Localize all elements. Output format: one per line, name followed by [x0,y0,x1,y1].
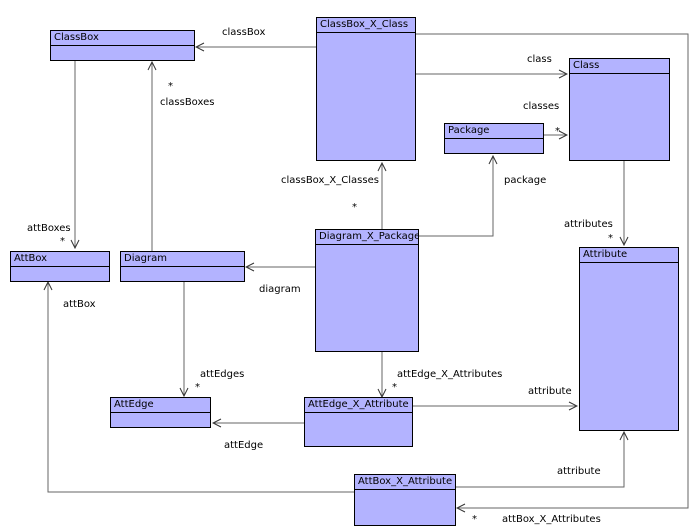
class-name: Diagram_X_Package [316,230,418,245]
edge-abxa-attbox [48,282,354,493]
class-diagram-x-package[interactable]: Diagram_X_Package [315,229,419,352]
role-classboxes: classBoxes [160,97,215,108]
role-attedge-x-attributes: attEdge_X_Attributes [397,369,503,380]
role-classes: classes [523,101,560,112]
mult-classbox-x-classes: * [352,202,357,213]
role-diagram: diagram [259,284,301,295]
mult-classboxes: * [168,81,173,92]
class-class[interactable]: Class [569,58,670,161]
class-classbox-x-class[interactable]: ClassBox_X_Class [316,17,416,161]
role-attedges: attEdges [200,369,245,380]
class-name: AttBox_X_Attribute [355,475,455,490]
class-name: Attribute [580,248,678,263]
class-name: Package [445,124,543,139]
role-attribute-2: attribute [557,466,601,477]
class-attedge[interactable]: AttEdge [110,397,211,428]
class-name: ClassBox_X_Class [317,18,415,33]
role-attribute-1: attribute [528,386,572,397]
role-attbox: attBox [63,299,96,310]
class-attribute[interactable]: Attribute [579,247,679,431]
class-attbox-x-attribute[interactable]: AttBox_X_Attribute [354,474,456,526]
mult-classes: * [555,126,560,137]
mult-attbox-x-attributes: * [472,514,477,525]
class-name: Diagram [121,252,244,267]
role-package: package [504,175,547,186]
class-classbox[interactable]: ClassBox [50,30,195,61]
role-attributes: attributes [564,219,613,230]
mult-attedge-x-attributes: * [392,382,397,393]
edge-dxp-package [418,156,493,237]
edge-cbxc-attboxxattr [416,33,689,508]
class-package[interactable]: Package [444,123,544,154]
role-classbox: classBox [222,27,266,38]
mult-attboxes: * [60,236,65,247]
mult-attedges: * [195,382,200,393]
class-attedge-x-attribute[interactable]: AttEdge_X_Attribute [304,397,413,447]
mult-attributes: * [608,233,613,244]
class-diagram[interactable]: Diagram [120,251,245,282]
role-attbox-x-attributes: attBox_X_Attributes [502,514,601,525]
edge-abxa-attribute [456,432,624,488]
role-attedge: attEdge [224,440,264,451]
class-name: ClassBox [51,31,194,46]
class-name: Class [570,59,669,74]
role-class: class [527,54,552,65]
class-attbox[interactable]: AttBox [10,251,110,282]
class-name: AttEdge [111,398,210,413]
role-attboxes: attBoxes [27,223,71,234]
class-name: AttBox [11,252,109,267]
role-classbox-x-classes: classBox_X_Classes [281,175,379,186]
class-name: AttEdge_X_Attribute [305,398,412,413]
